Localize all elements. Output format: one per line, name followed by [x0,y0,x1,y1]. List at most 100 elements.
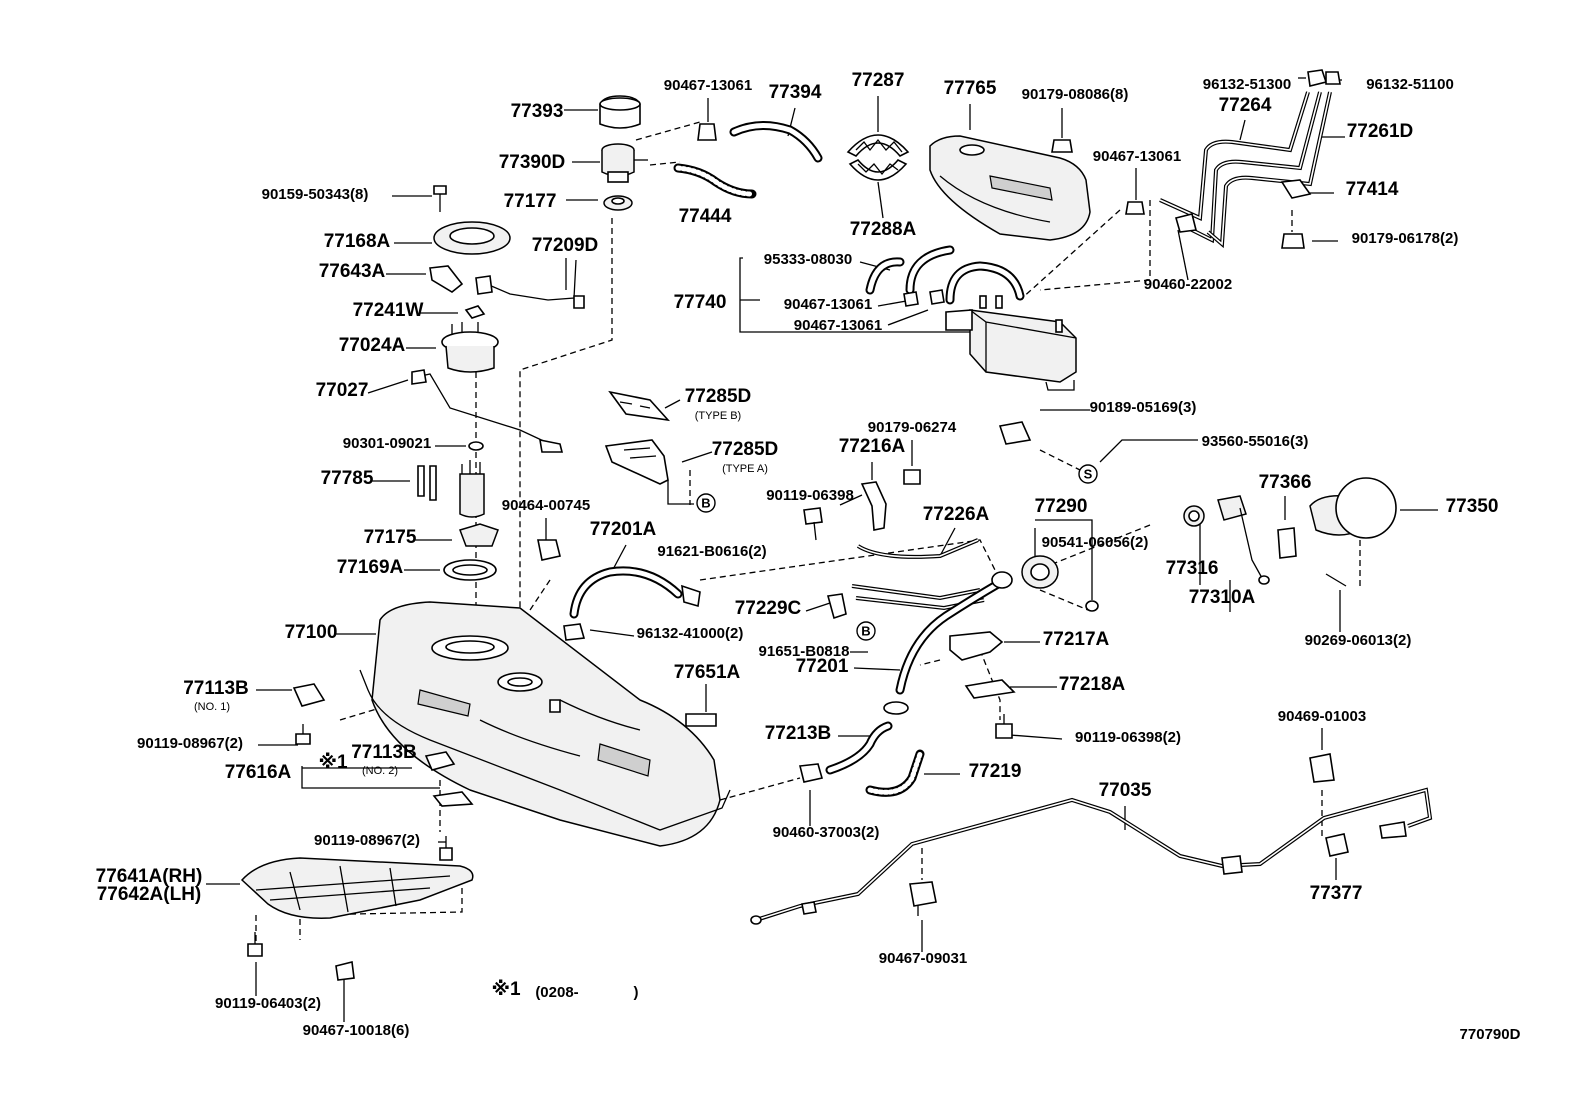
callout-c75: 90119-08967(2) [314,832,420,849]
callout-c85: 770790D [1460,1026,1521,1043]
callout-c62: (NO. 1) [194,701,230,713]
part-77641a-77642a-protector [240,857,474,919]
callout-c35: 93560-55016(3) [1202,433,1309,450]
marker-mB1: B [696,493,716,513]
part-77785-terminals [417,465,437,501]
part-77113b-no1-cushion [292,683,326,707]
callout-c33: 90179-06274 [868,419,957,436]
part-77024a-pump-bracket [441,322,499,373]
part-77217a-bracket [949,631,1004,661]
callout-c22: 77643A [319,261,386,282]
part-77377-clamp [1325,833,1349,857]
part-number-callouts: 90467-13061 77394 77287 77765 90179-08086(8)… [96,70,1521,1043]
callout-c13: 77414 [1346,179,1399,200]
part-77201-filler-pipe [851,571,1013,695]
part-77219-corrugated-hose [865,749,925,797]
part-77390d-vent-valve [601,143,648,183]
callout-c40: 77366 [1259,472,1312,493]
part-77241w-gasket [464,305,486,319]
part-90119-06398-bolt-lower [995,714,1013,739]
callout-c12: 90467-13061 [1093,148,1181,165]
part-96132-51100-clip [1325,71,1341,85]
callout-c58: 91651-B0818 [759,643,850,660]
callout-c21: 95333-08030 [764,251,852,268]
callout-c36: 77216A [839,436,906,457]
part-77100-fuel-tank [359,601,731,847]
callout-c64: 90469-01003 [1278,708,1366,725]
callout-c27: 90467-13061 [794,317,882,334]
part-90189-05169-nut [998,421,1032,445]
part-77414-clamp [1280,179,1312,199]
callout-c81: (0208- [535,984,578,1001]
part-90179-06178-nut [1281,233,1305,249]
callout-c74: 90460-37003(2) [773,824,880,841]
part-77740-charcoal-canister [865,245,1077,391]
part-90467-13061-clip-top [697,123,717,141]
callout-c20: 77209D [532,235,599,256]
callout-c44: 77350 [1446,496,1499,517]
callout-c37: 77285D [712,439,779,460]
callout-c02: 77394 [769,82,822,103]
callout-c10: 77393 [511,101,564,122]
callout-c19: 77168A [324,231,391,252]
marker-circle [696,493,716,513]
marker-letter: B [861,624,870,639]
callout-c45: 77226A [923,504,990,525]
callout-c05: 90179-08086(8) [1022,86,1129,103]
callout-c15: 77177 [504,191,557,212]
part-90119-06403-bolt [247,932,263,957]
callout-c49: 91621-B0616(2) [657,543,766,560]
part-77285d-bracket-type-b [608,390,671,422]
part-77177-grommet [603,195,633,211]
callout-c68: 77113B [351,742,417,763]
callout-c39: 77785 [321,468,374,489]
part-96132-51300-clip [1307,69,1328,87]
callout-c78: 77377 [1310,883,1363,904]
part-90460-22002-clip [1175,213,1197,233]
marker-circle [856,621,876,641]
part-90541-06056-grommet [1085,600,1099,612]
callout-c31: (TYPE B) [695,410,741,422]
part-77366-latch [1277,527,1297,559]
callout-c72: 77219 [969,761,1022,782]
part-90460-37003-clamp [799,763,824,783]
part-77394-hose [729,121,823,163]
part-77201a-breather-hose [569,566,701,619]
part-77027-wire-harness [411,369,564,453]
callout-c18: 90179-06178(2) [1352,230,1459,247]
callout-c69: (NO. 2) [362,765,398,777]
part-77290-filler-neck-cap [1021,555,1059,589]
part-90467-10018-clip [335,961,355,981]
callout-c50: 77169A [337,557,404,578]
callout-c03: 77287 [852,70,905,91]
callout-c63: 77218A [1059,674,1126,695]
part-77113b-no2-cushion [424,751,456,771]
part-77350-fuel-lid [1309,477,1397,539]
callout-c77: 77642A(LH) [97,884,202,905]
part-90119-08967-bolt-left [295,724,311,745]
callout-c51: 77316 [1166,558,1219,579]
part-96132-41000-clip [563,623,586,641]
callout-c59: 77201 [796,656,849,677]
callout-c01: 90467-13061 [664,77,752,94]
callout-c57: 77217A [1043,629,1110,650]
callout-c83: 90119-06403(2) [215,995,321,1012]
part-90179-08086-nut [1051,139,1073,153]
callout-c79: 90467-09031 [879,950,967,967]
callout-c14: 90159-50343(8) [262,186,369,203]
marker-mB2: B [856,621,876,641]
callout-c60: 77651A [674,662,741,683]
part-77316-ring [1183,505,1205,527]
marker-mS1: S [1078,464,1098,484]
part-77226a-breather-pipe [856,538,979,559]
callout-c65: 77213B [765,723,832,744]
callout-c47: 77175 [364,527,417,548]
callout-c07: 96132-51100 [1366,76,1454,93]
part-77213b-hose [825,701,909,775]
callout-c30: 77285D [685,386,752,407]
callout-c80: ※1 [491,979,520,1000]
callout-c11: 77390D [499,152,566,173]
callout-c82: ) [634,984,639,1001]
callout-c76: 77641A(RH) [96,866,203,887]
callout-c04: 77765 [944,78,997,99]
